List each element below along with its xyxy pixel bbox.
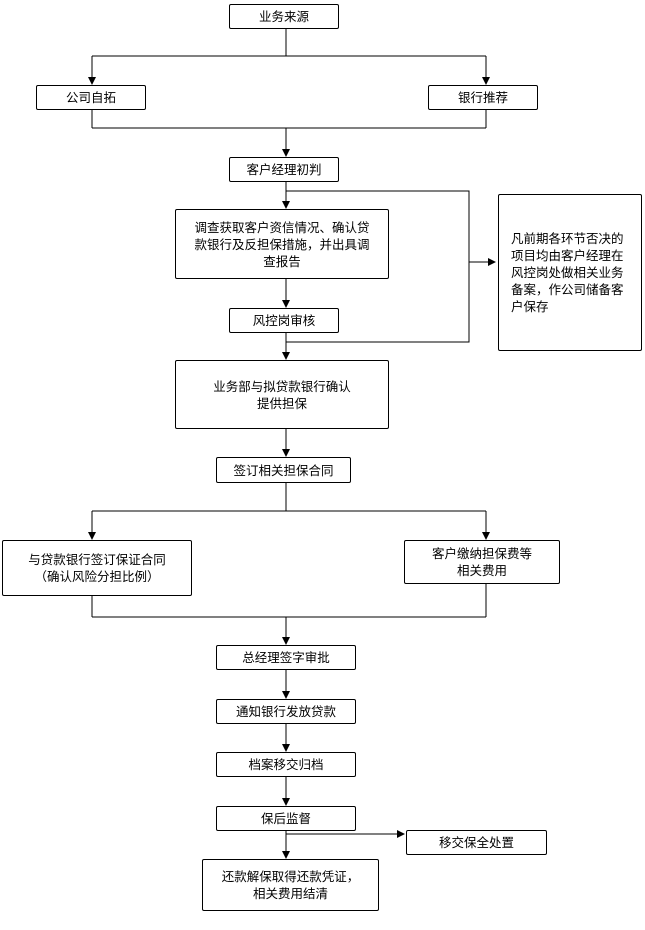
- edge-initial-side: [286, 190, 470, 343]
- node-bank-contract: 与贷款银行签订保证合同 （确认风险分担比例）: [2, 540, 192, 596]
- node-sign: 签订相关担保合同: [216, 457, 351, 483]
- node-notify: 通知银行发放贷款: [216, 699, 356, 724]
- node-fee: 客户缴纳担保费等 相关费用: [404, 540, 560, 584]
- node-note: 凡前期各环节否决的 项目均由客户经理在 风控岗处做相关业务 备案，作公司储备客 …: [498, 194, 642, 351]
- node-investigate: 调查获取客户资信情况、确认贷 款银行及反担保措施，并出具调 查报告: [175, 209, 389, 279]
- node-self: 公司自拓: [36, 85, 146, 110]
- node-initial: 客户经理初判: [229, 157, 339, 182]
- node-archive: 档案移交归档: [216, 752, 356, 777]
- node-bank-rec: 银行推荐: [428, 85, 538, 110]
- node-risk: 风控岗审核: [229, 308, 339, 333]
- node-transfer: 移交保全处置: [406, 830, 547, 855]
- node-source: 业务来源: [229, 4, 339, 29]
- node-repay: 还款解保取得还款凭证， 相关费用结清: [202, 859, 379, 911]
- node-approve: 总经理签字审批: [216, 645, 356, 670]
- node-confirm: 业务部与拟贷款银行确认 提供担保: [175, 360, 389, 429]
- node-supervise: 保后监督: [216, 806, 356, 831]
